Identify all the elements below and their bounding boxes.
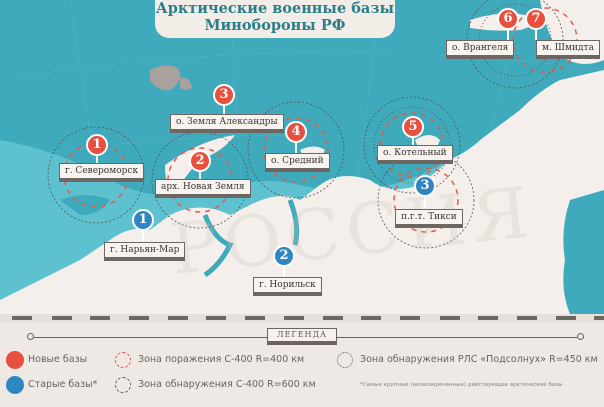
legend-panel: ЛЕГЕНДА Новые базы Старые базы* Зона пор… xyxy=(0,322,604,407)
map-pin-new-7[interactable]: 7 xyxy=(525,8,547,40)
base-label-zemlya-aleksandry: о. Земля Александры xyxy=(162,114,292,132)
legend-line-left xyxy=(34,337,267,338)
map-pin-new-5[interactable]: 5 xyxy=(402,116,424,148)
base-label-kotelny: о. Котельный xyxy=(369,145,461,163)
legend-title: ЛЕГЕНДА xyxy=(267,328,337,342)
legend-radar-detect: Зона обнаружения РЛС «Подсолнух» R=450 к… xyxy=(360,354,598,365)
map-border-dashes xyxy=(0,314,604,322)
s400-detect-zone-icon xyxy=(115,377,131,393)
map-base-svg xyxy=(0,0,604,322)
page-title: Арктические военные базы xyxy=(155,0,395,17)
map-pin-old-3[interactable]: 3 xyxy=(414,175,436,207)
base-label-sredniy: о. Средний xyxy=(257,153,338,171)
old-base-swatch-icon xyxy=(6,376,24,394)
map-pin-new-3[interactable]: 3 xyxy=(213,84,235,116)
base-label-tiksi: п.г.т. Тикси xyxy=(387,209,471,227)
map-pin-new-1[interactable]: 1 xyxy=(86,134,108,166)
radar-detect-zone-icon xyxy=(337,352,353,368)
map-pin-old-1[interactable]: 1 xyxy=(132,209,154,241)
map-pin-new-4[interactable]: 4 xyxy=(285,121,307,153)
map-area: РОССИЯ Арктические военные базы Миноборо… xyxy=(0,0,604,322)
new-base-swatch-icon xyxy=(6,351,24,369)
legend-s400-detect: Зона обнаружения С-400 R=600 км xyxy=(138,379,316,390)
base-label-naryan-mar: г. Нарьян-Мар xyxy=(95,242,194,260)
base-label-norilsk: г. Норильск xyxy=(245,277,330,295)
legend-line-right xyxy=(337,337,577,338)
base-label-novaya-zemlya: арх. Новая Земля xyxy=(147,179,258,197)
title-panel: Арктические военные базы Минобороны РФ xyxy=(155,0,395,38)
base-label-cape-schmidt: м. Шмидта xyxy=(528,40,604,58)
map-pin-old-2[interactable]: 2 xyxy=(273,245,295,277)
legend-line-end-left xyxy=(27,333,34,340)
legend-s400-strike: Зона поражения С-400 R=400 км xyxy=(138,354,305,365)
page-subtitle: Минобороны РФ xyxy=(204,17,346,34)
legend-new-bases: Новые базы xyxy=(28,354,88,365)
base-label-severomorsk: г. Североморск xyxy=(50,163,153,181)
map-pin-new-6[interactable]: 6 xyxy=(497,8,519,40)
legend-old-bases: Старые базы* xyxy=(28,379,98,390)
legend-footnote: *Самые крупные (незасекреченные) действу… xyxy=(360,382,563,388)
base-label-wrangel: о. Врангеля xyxy=(437,40,523,58)
map-pin-new-2[interactable]: 2 xyxy=(189,150,211,182)
s400-strike-zone-icon xyxy=(115,352,131,368)
legend-line-end-right xyxy=(577,333,584,340)
